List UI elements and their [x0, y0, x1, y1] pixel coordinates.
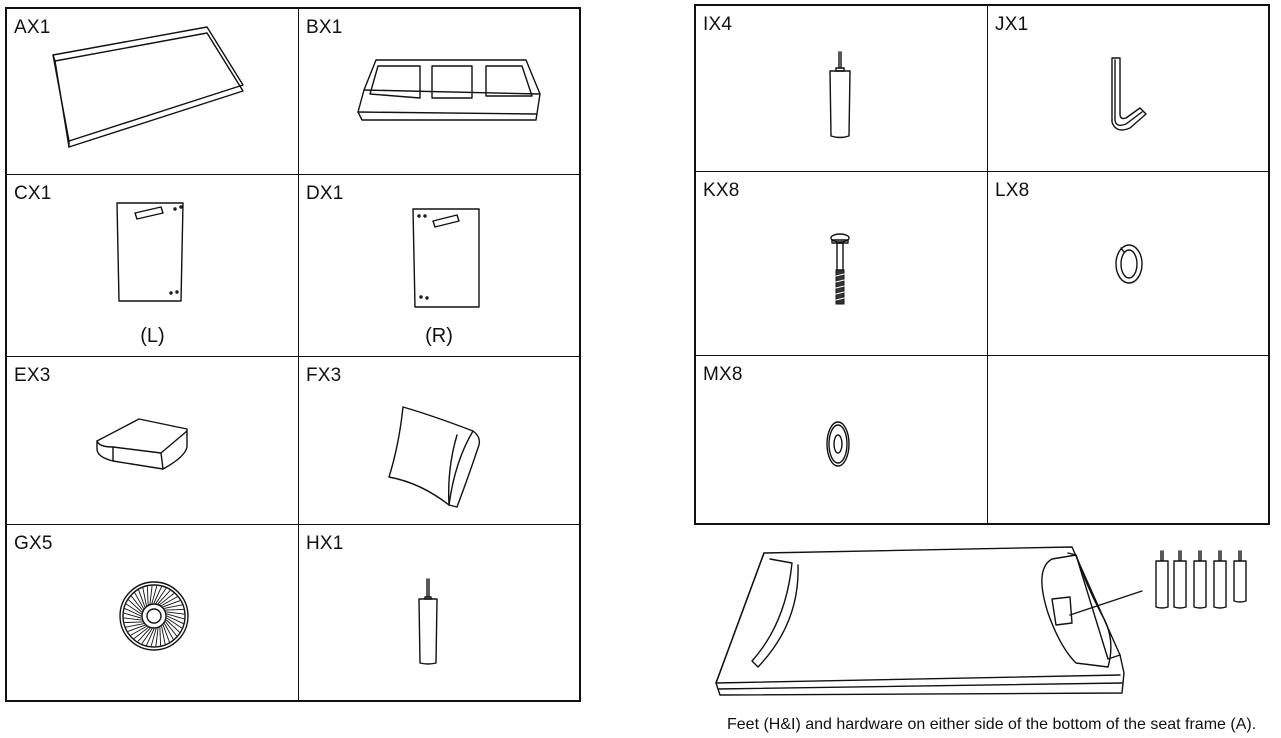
parts-grid-left: AX1 BX1 CX1 (L) DX1 — [5, 7, 581, 702]
seat-frame-panel-icon — [52, 26, 244, 148]
part-cell-l: LX8 — [988, 172, 1268, 356]
part-label: IX4 — [703, 14, 733, 35]
part-cell-h: HX1 — [299, 525, 579, 700]
part-cell-b: BX1 — [299, 9, 579, 175]
left-side-panel-icon — [116, 202, 184, 302]
spring-washer-icon — [1115, 244, 1143, 284]
feet-group — [1155, 550, 1247, 609]
bolt-icon — [830, 233, 850, 305]
left-side-marker: (L) — [140, 325, 165, 347]
parts-grid-right: IX4 JX1 KX8 LX8 M — [694, 4, 1270, 525]
part-label: LX8 — [995, 180, 1030, 201]
right-side-marker: (R) — [425, 325, 453, 347]
part-cell-f: FX3 — [299, 357, 579, 525]
foot-icon — [1173, 550, 1187, 609]
seat-base-tray-icon — [357, 59, 541, 121]
seat-cushion-icon — [96, 418, 188, 470]
figure-caption: Feet (H&I) and hardware on either side o… — [727, 716, 1257, 733]
part-cell-e: EX3 — [7, 357, 299, 525]
part-cell-k: KX8 — [696, 172, 988, 356]
part-label: MX8 — [703, 364, 743, 385]
part-label: DX1 — [306, 183, 344, 204]
part-label: KX8 — [703, 180, 740, 201]
part-cell-c: CX1 (L) — [7, 175, 299, 357]
leg-icon — [418, 578, 438, 665]
caster-wheel-icon — [119, 581, 189, 651]
right-side-panel-icon — [412, 208, 480, 308]
part-label: BX1 — [306, 17, 343, 38]
part-cell-d: DX1 (R) — [299, 175, 579, 357]
back-cushion-icon — [388, 406, 481, 508]
foot-icon — [1155, 550, 1169, 609]
empty-cell — [988, 356, 1268, 523]
part-label: FX3 — [306, 365, 342, 386]
part-cell-i: IX4 — [696, 6, 988, 172]
part-label: CX1 — [14, 183, 52, 204]
part-label: GX5 — [14, 533, 53, 554]
allen-key-icon — [1111, 57, 1147, 131]
part-cell-g: GX5 — [7, 525, 299, 700]
foot-icon — [1233, 550, 1247, 603]
part-label: AX1 — [14, 17, 51, 38]
seat-frame-bottom-illustration — [715, 546, 1247, 696]
foot-icon — [1193, 550, 1207, 609]
part-cell-a: AX1 — [7, 9, 299, 175]
flat-washer-icon — [826, 421, 850, 467]
part-label: JX1 — [995, 14, 1029, 35]
leg-icon — [829, 51, 851, 139]
part-label: EX3 — [14, 365, 51, 386]
part-cell-m: MX8 — [696, 356, 988, 523]
part-label: HX1 — [306, 533, 344, 554]
foot-icon — [1213, 550, 1227, 609]
part-cell-j: JX1 — [988, 6, 1268, 172]
